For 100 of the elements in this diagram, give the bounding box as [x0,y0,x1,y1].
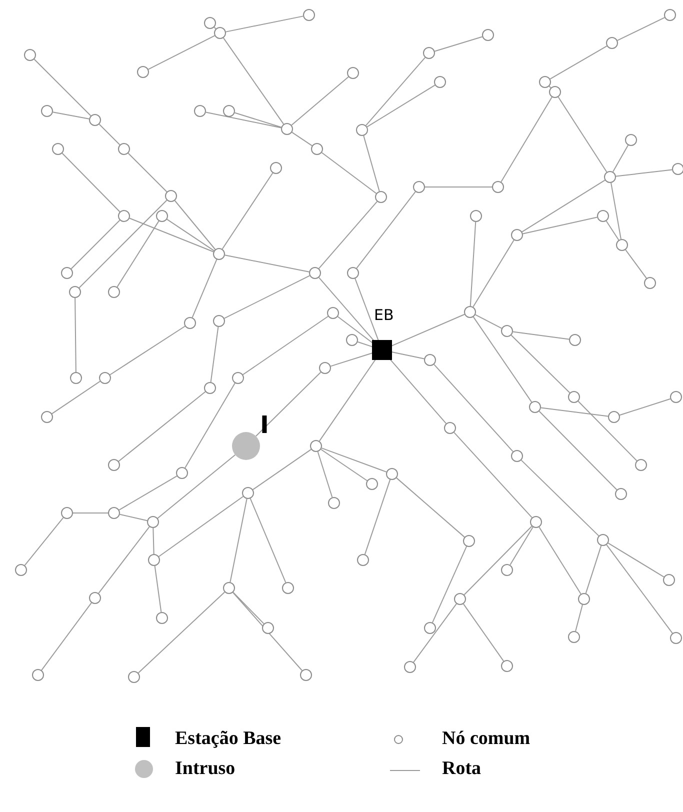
node-circle [213,315,225,327]
route-line [616,17,666,41]
route-line [578,400,638,462]
route-line [558,96,608,172]
node-circle [310,440,322,452]
node-circle [232,372,244,384]
route-line [174,200,216,250]
route-line [78,200,168,288]
node-circle [413,181,425,193]
node-circle [118,210,130,222]
node-circle [223,582,235,594]
node-circle [303,9,315,21]
route-line [230,498,248,583]
node-circle [327,307,339,319]
route-line [51,380,101,414]
node-circle [664,9,676,21]
node-circle [118,143,130,155]
node-circle [511,450,523,462]
route-line [317,451,333,498]
legend-label: Intruso [175,758,236,780]
node-circle [204,17,216,29]
route-line [224,275,310,319]
node-circle [569,334,581,346]
route-line [222,172,274,250]
route-line [424,186,492,188]
route-line [157,454,236,519]
route-line [454,432,532,518]
node-circle [444,422,456,434]
route-line [148,35,216,70]
route-line [192,259,218,318]
node-circle [386,468,398,480]
node-circle [176,467,188,479]
node-circle [347,267,359,279]
node-circle [539,76,551,88]
node-circle [663,574,675,586]
node-circle [300,669,312,681]
route-line [154,565,162,613]
node-circle [242,487,254,499]
node-circle [108,286,120,298]
node-circle [346,334,358,346]
node-circle [309,267,321,279]
node-circle [356,124,368,136]
route-line [390,314,465,347]
route-line [41,602,92,671]
node-circle [578,593,590,605]
route-line [625,249,647,279]
route-line [252,448,312,490]
node-circle [434,76,446,88]
route-line [184,382,236,468]
node-circle [347,67,359,79]
route-line [522,180,606,232]
route-line [225,16,304,32]
route-line [128,152,168,192]
route-line [612,144,629,172]
node-circle [608,411,620,423]
node-circle [454,593,466,605]
route-line [320,448,368,482]
route-line [166,218,214,252]
route-line [98,526,150,594]
route-line [232,592,264,624]
node-circle [108,459,120,471]
route-line [470,222,476,306]
route-line [413,603,457,663]
route-line [222,37,284,125]
route-line [522,216,598,234]
node-circle [357,554,369,566]
route-line [356,191,416,269]
node-circle [128,671,140,683]
route-line [538,526,582,594]
route-line [619,398,671,416]
route-line [24,517,64,566]
node-circle [137,66,149,78]
node-circle [424,622,436,634]
node-circle [61,507,73,519]
node-circle [204,382,216,394]
node-circle [672,163,683,175]
route-line [34,58,92,116]
node-circle [15,564,27,576]
node-circle [32,669,44,681]
route-line [321,448,387,472]
route-line [250,498,286,583]
route-line [74,298,76,372]
node-circle [223,105,235,117]
route-line [434,364,514,452]
node-circle [463,535,475,547]
node-circle [52,143,64,155]
node-circle [282,582,294,594]
node-circle [319,362,331,374]
route-line [119,514,148,522]
node-circle [470,210,482,222]
node-circle [156,210,168,222]
node-circle [615,488,627,500]
route-line [110,326,186,376]
node-circle [70,372,82,384]
node-circle [616,239,628,251]
route-line [318,358,377,442]
route-line [364,479,391,555]
node-circle [24,49,36,61]
route-line [330,352,373,367]
route-line [357,341,374,348]
